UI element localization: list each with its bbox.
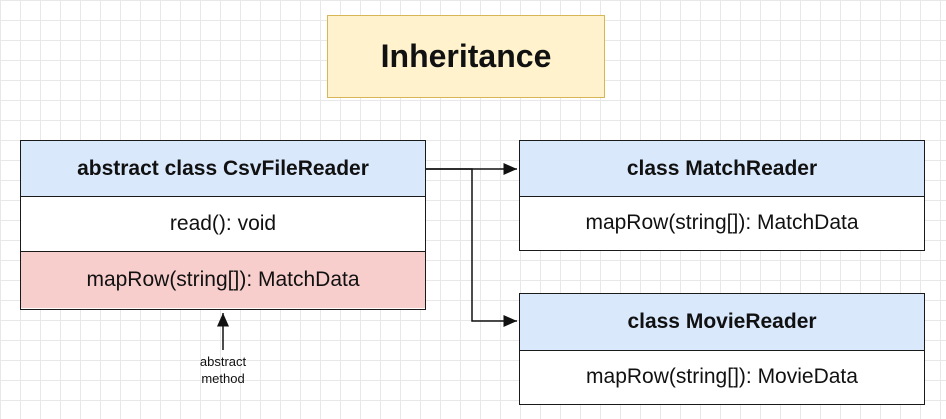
method-map-row: mapRow(string[]): MatchData: [585, 211, 859, 234]
note-line-2: method: [201, 371, 245, 386]
class-csv-file-reader: abstract class CsvFileReader read(): voi…: [20, 140, 426, 310]
abstract-method-note: abstract method: [178, 353, 268, 387]
note-line-1: abstract: [199, 354, 247, 369]
class-name: abstract class CsvFileReader: [21, 141, 425, 197]
method-read: read(): void: [21, 197, 425, 252]
class-match-reader: class MatchReader mapRow(string[]): Matc…: [519, 140, 925, 251]
class-name: class MovieReader: [520, 294, 924, 351]
class-movie-reader: class MovieReader mapRow(string[]): Movi…: [519, 293, 925, 405]
class-name: class MatchReader: [520, 141, 924, 197]
diagram-title: Inheritance: [327, 15, 605, 98]
method-map-row: mapRow(string[]): MovieData: [586, 365, 858, 388]
method-map-row-abstract: mapRow(string[]): MatchData: [21, 252, 425, 308]
inheritance-arrow-movie: [426, 168, 517, 327]
